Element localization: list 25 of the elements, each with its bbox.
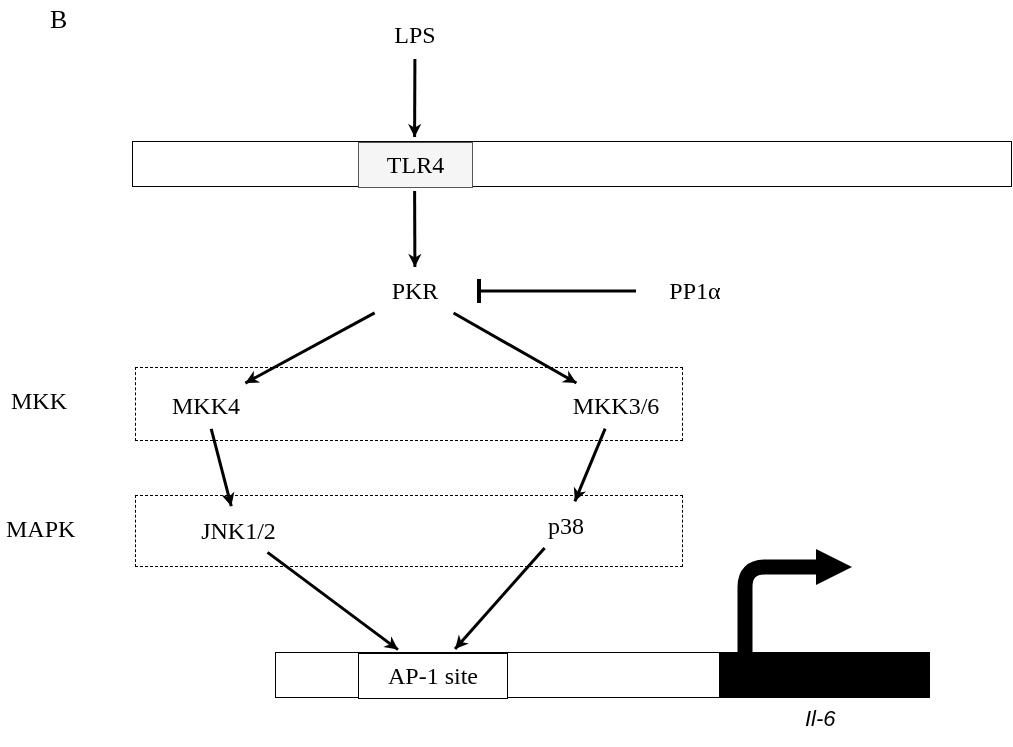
arrow: [266, 551, 399, 651]
arrow: [244, 311, 376, 385]
inhibition-line: [477, 279, 636, 303]
arrow: [408, 191, 422, 267]
gene-promoter-bar: [275, 652, 720, 698]
arrow: [573, 428, 607, 502]
receptor-box: TLR4: [358, 142, 473, 188]
protein-label: LPS: [365, 15, 465, 55]
panel-letter: B: [50, 4, 68, 36]
protein-label: p38: [521, 506, 611, 546]
protein-label: PP1α: [640, 271, 750, 311]
cell-membrane-bar: [132, 141, 1012, 187]
group-label: MKK: [11, 387, 68, 416]
group-label: MAPK: [6, 515, 77, 544]
binding-site-box: AP-1 site: [358, 653, 508, 699]
protein-label: PKR: [365, 271, 465, 311]
protein-label: MKK3/6: [554, 386, 678, 426]
gene-name: Il-6: [805, 705, 837, 733]
protein-label: MKK4: [151, 386, 261, 426]
transcription-start-arrow: [737, 549, 852, 652]
arrow: [209, 428, 235, 507]
arrow: [452, 311, 578, 385]
arrow: [408, 59, 422, 137]
protein-label: JNK1/2: [176, 511, 301, 551]
arrow: [453, 547, 546, 650]
